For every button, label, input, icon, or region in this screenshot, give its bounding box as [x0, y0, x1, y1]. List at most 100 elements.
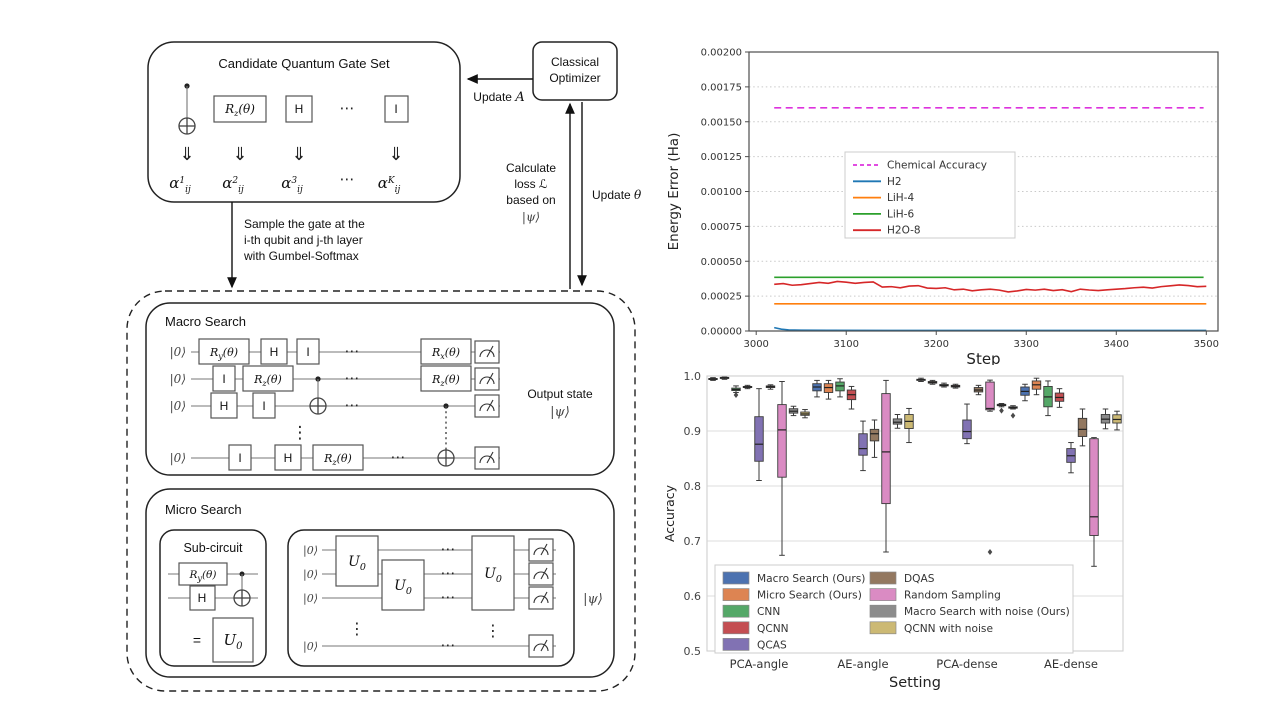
text-shape: Rx(θ)	[431, 346, 460, 361]
text-shape: ⋯	[441, 564, 456, 582]
rect-shape	[212, 365, 236, 392]
macro-search-title: Macro Search	[165, 314, 246, 329]
tspan-shape: 1	[179, 176, 185, 186]
text-shape: ⋯	[345, 369, 360, 387]
hdots: ⋯	[340, 99, 355, 117]
text-shape: Sub-circuit	[183, 541, 243, 555]
tspan-shape: z	[331, 458, 337, 467]
box-QCAS	[858, 433, 868, 456]
y-tick-label: 0.00075	[701, 222, 742, 233]
alpha-3: α3ij	[281, 174, 303, 195]
box-Random-Sampling	[881, 393, 891, 505]
y-tick-label: 0.7	[684, 535, 702, 548]
tspan-shape: z	[439, 379, 445, 388]
text-shape: ⋯	[391, 448, 406, 466]
text-shape: I	[238, 451, 241, 465]
tspan-shape: ij	[238, 185, 244, 195]
calc-loss-label-4: |ψ⟩	[522, 210, 540, 224]
tspan-shape: ij	[395, 185, 401, 195]
legend-label: QCNN	[757, 623, 789, 635]
text-shape: H	[295, 102, 304, 116]
tspan-shape: U	[484, 566, 497, 582]
cnot-target-icon	[309, 397, 327, 415]
rect-shape	[228, 444, 252, 471]
rect-shape	[178, 562, 228, 586]
macro-search-box: Macro Search |0⟩ Ry(θ) H I ⋯ Rx(θ) |0⟩ I…	[145, 302, 615, 476]
tspan-shape: (θ)	[238, 102, 255, 116]
legend-label: QCAS	[757, 639, 787, 651]
legend-swatch	[722, 604, 750, 618]
text-shape: Rz(θ)	[431, 373, 460, 388]
rect-shape	[145, 302, 615, 476]
tspan-shape: y	[217, 352, 223, 361]
output-state-ket: |ψ⟩	[550, 405, 570, 420]
rect-shape	[287, 529, 575, 667]
rect-shape	[384, 95, 409, 123]
alpha-2: α2ij	[222, 174, 244, 195]
rect-shape	[147, 41, 461, 203]
rect-shape	[532, 41, 618, 101]
text-shape: H	[198, 591, 207, 605]
calc-loss-label-1: Calculate	[506, 161, 556, 175]
text-shape: Optimizer	[549, 71, 600, 85]
tspan-shape: ℒ	[539, 177, 548, 191]
box-QCAS	[962, 419, 972, 440]
box-DQAS	[869, 428, 880, 442]
box-DQAS	[1077, 417, 1088, 437]
rect-shape	[312, 444, 364, 471]
box-Random-Sampling	[985, 381, 995, 411]
legend-swatch	[722, 571, 750, 585]
down-arrow-icon: ⇓	[388, 144, 403, 165]
box-QCAS	[754, 416, 764, 462]
text-shape: ⋯	[441, 636, 456, 654]
tspan-shape: K	[387, 176, 396, 186]
tspan-shape: z	[261, 379, 267, 388]
tspan-shape: R	[224, 102, 234, 116]
tspan-shape: Update	[473, 90, 512, 104]
x-axis-label: Setting	[889, 675, 941, 691]
text-shape: H	[284, 451, 293, 465]
x-tick-label: 3000	[743, 339, 768, 350]
text-shape: |0⟩	[170, 345, 186, 359]
box-Macro-Search-with-noise-(Ours)	[892, 418, 903, 425]
y-tick-label: 0.00125	[701, 152, 742, 163]
alpha-K: αKij	[378, 174, 401, 195]
sub-circuit-box: Sub-circuit Ry(θ) H = U0	[159, 529, 267, 667]
tspan-shape: z	[233, 109, 239, 118]
vdots: ⋮	[485, 621, 501, 640]
sample-label-2: i-th qubit and j-th layer	[244, 233, 363, 247]
legend-label: LiH-4	[887, 192, 914, 204]
y-tick-label: 0.00025	[701, 292, 742, 303]
micro-circuit-box: |0⟩ |0⟩ |0⟩ |0⟩ U0 U0 ⋯ ⋯ ⋯ ⋯ U0 ⋮ ⋮	[287, 529, 575, 667]
tspan-shape: 0	[496, 574, 502, 585]
box-Random-Sampling	[777, 404, 787, 478]
micro-search-box: Micro Search Sub-circuit Ry(θ) H = U0 |0…	[145, 488, 615, 678]
rect-shape	[242, 365, 294, 392]
text-shape: I	[262, 399, 265, 413]
text-shape: Rz(θ)	[253, 373, 282, 388]
legend-swatch	[869, 571, 897, 585]
legend-swatch	[722, 588, 750, 601]
text-shape: U0	[348, 554, 366, 573]
y-axis-label: Energy Error (Ha)	[666, 133, 682, 251]
text-shape: |0⟩	[170, 399, 186, 413]
text-shape: U0	[484, 566, 502, 585]
rect-shape	[189, 585, 216, 611]
alpha-1: α1ij	[169, 174, 191, 195]
x-tick-label: 3300	[1014, 339, 1039, 350]
legend-swatch	[722, 621, 750, 635]
measure-gate-icon	[528, 586, 554, 610]
tspan-shape: (θ)	[223, 346, 238, 359]
vdots: ⋮	[292, 423, 309, 443]
text-shape: Rz(θ)	[323, 452, 352, 467]
box-Random-Sampling	[1089, 438, 1099, 536]
micro-output-ket: |ψ⟩	[583, 592, 603, 607]
legend-label: DQAS	[904, 573, 935, 585]
tspan-shape: (θ)	[267, 373, 282, 386]
x-tick-label: 3100	[833, 339, 858, 350]
text-shape: H	[270, 345, 279, 359]
tspan-shape: (θ)	[337, 452, 352, 465]
text-shape: ⋯	[345, 396, 360, 414]
text-shape: Classical	[551, 55, 599, 69]
rect-shape	[159, 529, 267, 667]
